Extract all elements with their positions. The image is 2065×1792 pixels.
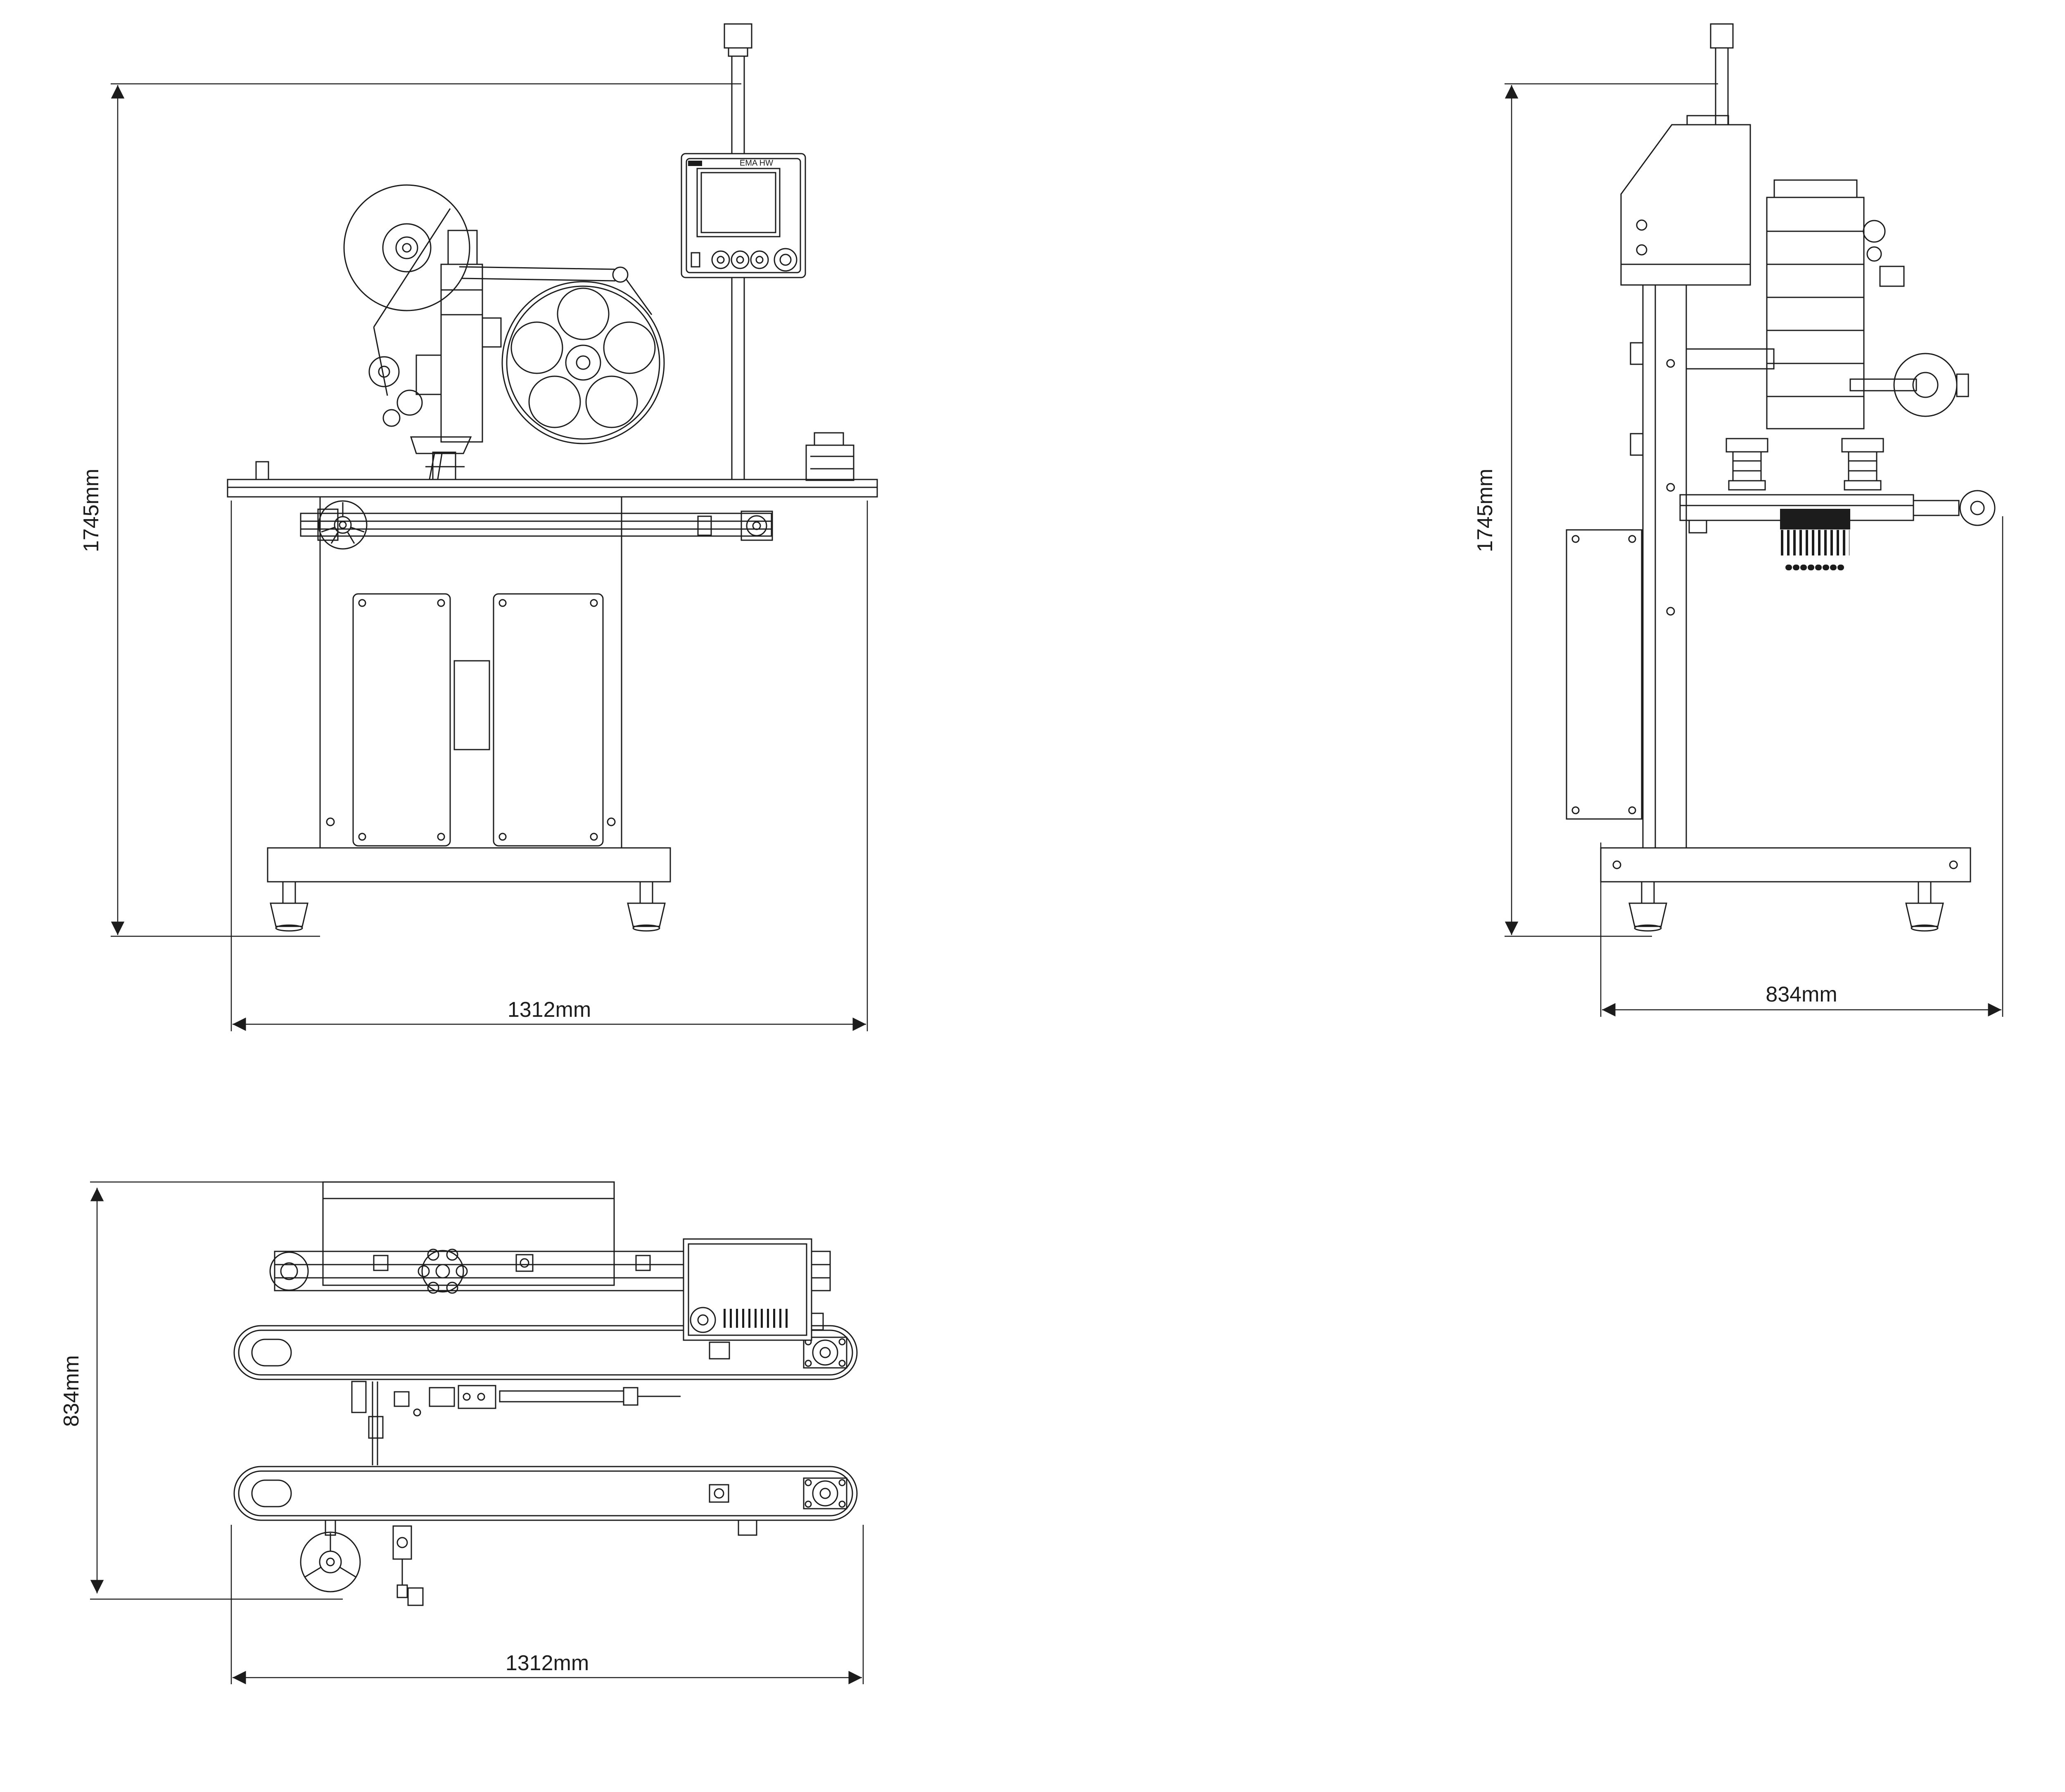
gripper-units [1726, 438, 1884, 491]
top-width-label: 1312mm [506, 1651, 589, 1675]
front-left-foot [270, 881, 309, 932]
hmi-assembly: EMA HW [681, 23, 806, 479]
top-view: 834mm 1312mm [59, 1181, 864, 1685]
side-left-foot [1628, 881, 1667, 932]
side-handwheel [1849, 353, 1969, 417]
top-handwheel [300, 1519, 361, 1593]
hmi-panel-label: EMA HW [740, 159, 773, 168]
conveyor-belt-lower [233, 1466, 858, 1521]
table-motor [805, 432, 854, 481]
label-roll-side [1766, 179, 1905, 430]
front-height-dimension: 1745mm [79, 83, 741, 937]
front-view: EMA HW 1745mm [79, 23, 878, 1031]
top-machine [233, 1181, 858, 1606]
front-height-label: 1745mm [79, 469, 103, 552]
side-machine [1566, 23, 1996, 932]
side-right-foot [1905, 881, 1944, 932]
rewind-reel [501, 281, 665, 444]
side-width-dimension: 834mm [1600, 516, 2003, 1017]
hmi-box-top [683, 1238, 824, 1360]
front-handwheel [318, 500, 368, 550]
side-view: 1745mm 834mm [1473, 23, 2003, 1017]
label-applicator [343, 184, 653, 480]
top-width-dimension: 1312mm [230, 1525, 864, 1685]
side-height-dimension: 1745mm [1473, 83, 1718, 937]
slide-table [1679, 490, 1996, 570]
front-right-foot [627, 881, 666, 932]
clamp-assembly [392, 1525, 424, 1606]
front-machine: EMA HW [227, 23, 878, 932]
top-depth-dimension: 834mm [59, 1181, 343, 1600]
side-width-label: 834mm [1766, 983, 1837, 1006]
front-width-dimension: 1312mm [230, 501, 868, 1031]
hmi-power-switch [691, 252, 700, 268]
hmi-screen [696, 168, 781, 237]
hmi-logo [688, 161, 702, 166]
front-width-label: 1312mm [508, 998, 591, 1022]
side-height-label: 1745mm [1473, 469, 1497, 552]
center-mechanism [351, 1381, 681, 1465]
top-depth-label: 834mm [59, 1355, 83, 1426]
